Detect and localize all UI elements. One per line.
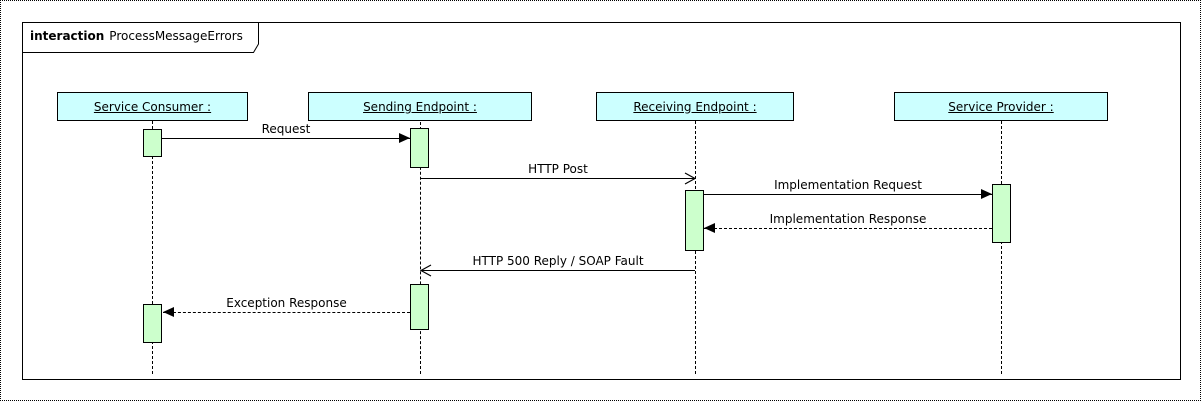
pentagon-icon bbox=[22, 22, 259, 53]
arrowhead-filled-left-icon bbox=[704, 223, 715, 233]
message-label: Request bbox=[261, 122, 311, 136]
arrowhead-filled-right-icon bbox=[399, 133, 410, 143]
frame-keyword: interaction bbox=[30, 29, 105, 43]
message-label: Implementation Response bbox=[769, 212, 927, 226]
frame-title: interaction ProcessMessageErrors bbox=[30, 29, 243, 43]
lifeline-head-service-provider[interactable]: Service Provider : bbox=[894, 92, 1108, 121]
lifeline-head-sending-endpoint[interactable]: Sending Endpoint : bbox=[308, 92, 532, 121]
lifeline-sending-endpoint bbox=[420, 122, 421, 374]
lifeline-head-service-consumer[interactable]: Service Consumer : bbox=[57, 92, 248, 121]
message-label: HTTP Post bbox=[528, 162, 588, 176]
frame-title-text: ProcessMessageErrors bbox=[109, 29, 243, 43]
lifeline-head-label: Service Provider : bbox=[948, 99, 1054, 114]
activation-service-consumer-2[interactable] bbox=[143, 304, 162, 343]
message-implementation-request[interactable]: Implementation Request bbox=[704, 178, 992, 199]
arrowhead-filled-left-icon bbox=[163, 307, 174, 317]
frame-name-tab: interaction ProcessMessageErrors bbox=[22, 22, 260, 54]
message-label: Implementation Request bbox=[774, 178, 922, 192]
message-implementation-response[interactable]: Implementation Response bbox=[704, 212, 992, 233]
arrowhead-open-right-icon bbox=[684, 172, 696, 185]
interaction-frame bbox=[22, 22, 1181, 380]
lifeline-head-label: Service Consumer : bbox=[93, 99, 212, 114]
activation-service-consumer-1[interactable] bbox=[143, 129, 162, 157]
message-request[interactable]: Request bbox=[162, 122, 410, 143]
activation-service-provider[interactable] bbox=[992, 184, 1011, 243]
message-http-post[interactable]: HTTP Post bbox=[421, 162, 696, 185]
message-label: Exception Response bbox=[226, 296, 347, 310]
lifeline-service-consumer bbox=[152, 121, 153, 374]
lifeline-head-label: Sending Endpoint : bbox=[363, 99, 477, 114]
lifeline-head-label: Receiving Endpoint : bbox=[633, 99, 757, 114]
arrowhead-open-left-icon bbox=[420, 264, 432, 277]
activation-receiving-endpoint[interactable] bbox=[685, 190, 704, 251]
message-http-500-reply[interactable]: HTTP 500 Reply / SOAP Fault bbox=[420, 254, 695, 277]
message-exception-response[interactable]: Exception Response bbox=[163, 296, 410, 317]
arrowhead-filled-right-icon bbox=[981, 189, 992, 199]
message-label: HTTP 500 Reply / SOAP Fault bbox=[472, 254, 644, 268]
lifeline-service-provider bbox=[1001, 121, 1002, 374]
lifeline-head-receiving-endpoint[interactable]: Receiving Endpoint : bbox=[596, 92, 794, 121]
activation-sending-endpoint-1[interactable] bbox=[410, 128, 429, 168]
activation-sending-endpoint-2[interactable] bbox=[410, 284, 429, 330]
